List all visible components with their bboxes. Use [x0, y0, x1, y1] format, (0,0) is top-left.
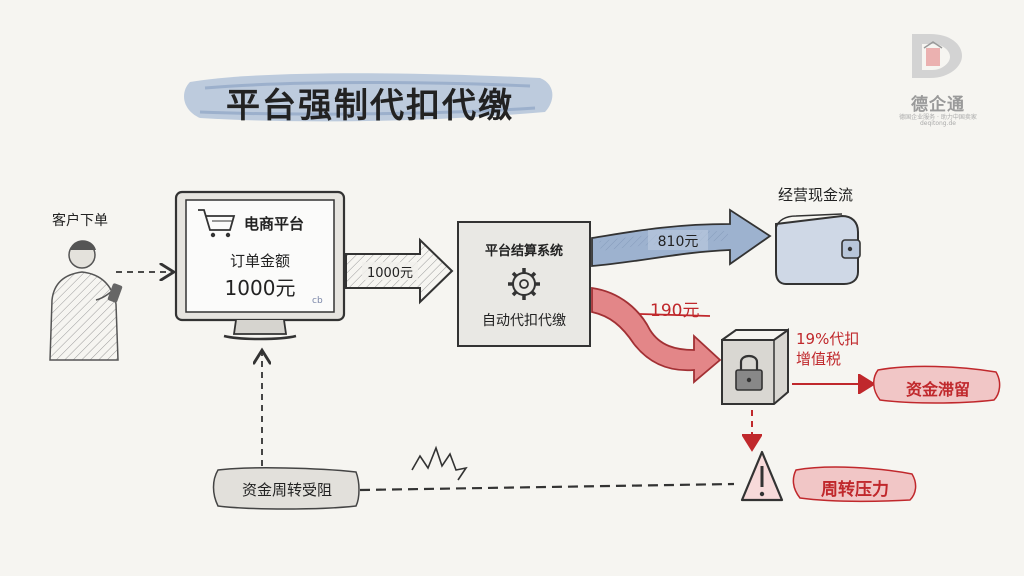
- brand-name: 德企通: [911, 95, 965, 115]
- brand-logo-icon: [912, 34, 962, 78]
- flow-amount: 1000元: [366, 266, 414, 281]
- cart-icon: [198, 209, 236, 238]
- platform-name: 电商平台: [244, 215, 305, 233]
- vat-line1: 19%代扣: [796, 330, 860, 348]
- withheld-amount: 190元: [650, 301, 700, 321]
- page-title: 平台强制代扣代缴: [226, 86, 514, 126]
- platform-monitor-icon: cb: [174, 190, 346, 341]
- turnover-blocked-label: 资金周转受阻: [241, 481, 332, 499]
- gear-icon: [508, 268, 540, 300]
- cash-flow-amount: 810元: [657, 234, 699, 250]
- cash-flow-label: 经营现金流: [778, 186, 854, 204]
- settlement-box: [457, 221, 591, 347]
- customer-icon: [49, 240, 123, 361]
- stuck-label: 资金滞留: [905, 380, 970, 399]
- break-icon: [411, 445, 468, 481]
- withheld-arrow: [591, 286, 722, 384]
- brand-url: deqitong.de: [919, 120, 957, 127]
- pressure-brush: [792, 466, 917, 503]
- brand-subtitle: 德国企业服务 · 助力中国卖家: [899, 114, 977, 121]
- warning-icon: [740, 450, 784, 502]
- blocked-box: [212, 467, 360, 510]
- svg-text:cb: cb: [312, 296, 323, 306]
- wallet-icon: [775, 213, 861, 285]
- settlement-action: 自动代扣代缴: [482, 313, 566, 329]
- vat-line2: 增值税: [796, 350, 842, 368]
- order-amount: 1000元: [224, 276, 296, 300]
- stuck-brush: [873, 365, 1001, 404]
- blocked-to-warning-line: [359, 482, 735, 492]
- lock-box-icon: [721, 328, 789, 405]
- turnover-pressure-label: 周转压力: [821, 480, 889, 500]
- customer-label: 客户下单: [52, 213, 108, 229]
- order-label: 订单金额: [229, 252, 290, 270]
- settlement-name: 平台结算系统: [484, 244, 563, 259]
